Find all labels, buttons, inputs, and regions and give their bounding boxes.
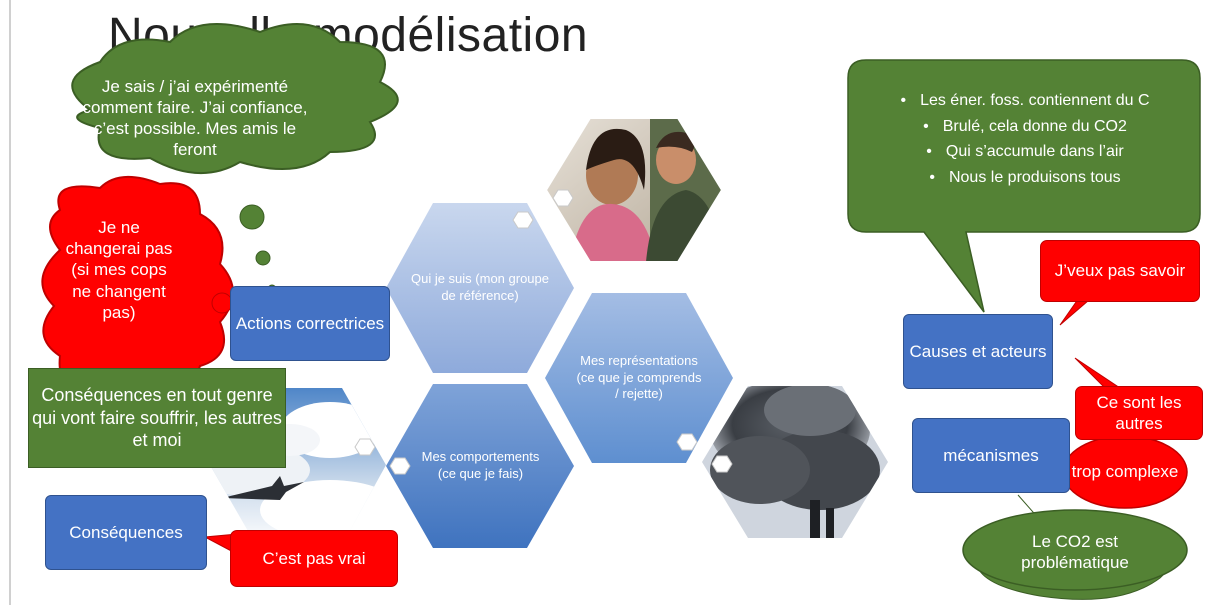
bullet-item: Nous le produisons tous <box>850 165 1200 191</box>
confidence-cloud <box>71 23 399 174</box>
others-box: Ce sont les autres <box>1075 386 1203 440</box>
bullet-item: Qui s’accumule dans l’air <box>850 139 1200 165</box>
hex-marker-icon <box>512 211 534 229</box>
hex-identity-label: Qui je suis (mon groupe de référence) <box>410 271 549 303</box>
hex-marker-icon <box>389 457 411 475</box>
confidence-cloud-text: Je sais / j’ai expérimenté comment faire… <box>82 76 308 160</box>
hex-representations-label: Mes représentations (ce que je comprends… <box>576 352 702 402</box>
hex-marker-icon <box>711 455 733 473</box>
hex-marker-icon <box>676 433 698 451</box>
refusal-cloud <box>41 175 234 399</box>
bullet-item: Brulé, cela donne du CO2 <box>850 114 1200 140</box>
not-true-box: C’est pas vrai <box>230 530 398 587</box>
dont-know-box: J’veux pas savoir <box>1040 240 1200 302</box>
consequences-callout: Conséquences en tout genre qui vont fair… <box>28 368 286 468</box>
hex-marker-icon <box>354 438 376 456</box>
bullet-item: Les éner. foss. contiennent du C <box>850 88 1200 114</box>
refusal-cloud-text: Je ne changerai pas (si mes cops ne chan… <box>65 217 173 322</box>
causes-box: Causes et acteurs <box>903 314 1053 389</box>
consequences-box: Conséquences <box>45 495 207 570</box>
hex-representations <box>545 293 733 463</box>
slide-left-border <box>9 0 11 605</box>
mechanisms-box: mécanismes <box>912 418 1070 493</box>
smoke-stack-photo <box>702 386 888 538</box>
actions-box: Actions correctrices <box>230 286 390 361</box>
hex-behaviours <box>386 384 574 548</box>
hex-behaviours-label: Mes comportements (ce que je fais) <box>421 449 540 481</box>
hex-identity <box>386 203 574 373</box>
co2-problem-bubble: Le CO2 est problématique <box>1021 531 1129 572</box>
hex-marker-icon <box>552 189 574 207</box>
too-complex-bubble: trop complexe <box>1071 462 1179 482</box>
people-photo <box>546 118 722 262</box>
mechanisms-bullet-list: Les éner. foss. contiennent du C Brulé, … <box>850 88 1200 190</box>
